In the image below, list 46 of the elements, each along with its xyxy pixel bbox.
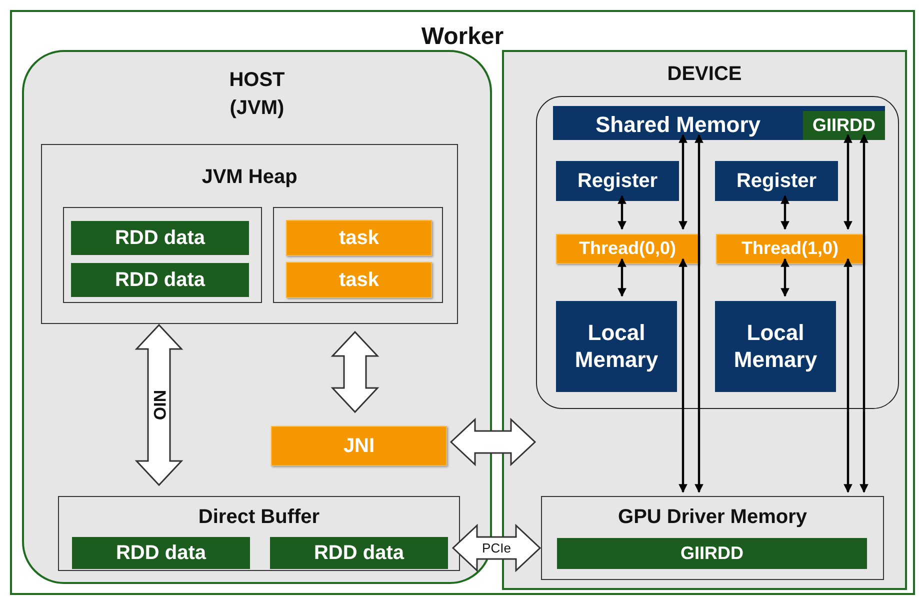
arrow [678,134,688,230]
panel-title: Shared Memory [594,111,762,139]
memory-block: Register [556,161,679,201]
block-arrow [134,324,184,486]
memory-block: Register [715,161,838,201]
task-block: task [286,220,432,256]
block-arrow [330,330,380,414]
group-box [63,207,262,303]
block-arrow [450,418,536,466]
data-block: RDD data [270,537,448,569]
arrow [694,134,704,493]
edge-label: NIO [149,390,169,420]
memory-panel [541,496,884,580]
task-block: Thread(1,0) [716,234,864,264]
core-panel [536,96,899,409]
memory-panel [41,144,458,324]
worker-panel [10,10,915,595]
panel-title: JVM Heap [200,165,298,190]
task-block: JNI [271,426,447,466]
data-block: RDD data [71,221,249,255]
edge-label: PCIe [482,540,511,556]
arrow [618,258,626,297]
arrow [780,258,790,297]
panel-title: Worker [420,22,505,52]
shared-memory-bar [553,106,885,140]
data-block: RDD data [72,537,250,569]
memory-block: Local Memary [556,301,677,392]
panel-title: DEVICE [666,62,743,87]
arrow [844,134,852,230]
data-block: RDD data [71,263,249,297]
task-block: Thread(0,0) [556,234,699,264]
arrow [844,258,852,493]
panel-title: GPU Driver Memory [617,505,808,530]
data-block: GIIRDD [557,538,867,569]
task-block: task [286,262,432,298]
arrow [860,134,868,493]
data-block: GIIRDD [803,111,885,140]
memory-block: Local Memary [715,301,836,392]
memory-panel [58,496,460,571]
panel-title: Direct Buffer [197,505,321,530]
block-arrow [452,524,542,572]
arrow [780,195,790,230]
arrow [678,258,688,493]
arrow [618,195,626,230]
panel-title: HOST (JVM) [228,68,286,121]
group-box [273,207,443,303]
